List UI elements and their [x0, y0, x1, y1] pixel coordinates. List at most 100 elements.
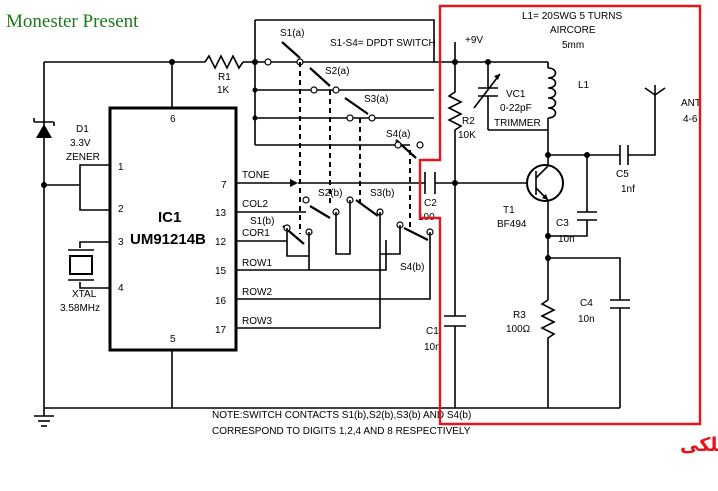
- s2b-label: S2(b): [318, 188, 342, 199]
- t1-value: BF494: [497, 219, 527, 230]
- row3-wire: [236, 212, 381, 329]
- c5-value: 1nf: [621, 184, 635, 195]
- resistor-r3: [540, 299, 556, 408]
- c1-value: 10n: [424, 342, 441, 353]
- pin-15-label: 15: [215, 266, 227, 277]
- r3-label: R3: [513, 310, 526, 321]
- switch-s4b: [396, 221, 434, 241]
- row1-label: ROW1: [242, 258, 272, 269]
- switch-top-rail: [255, 19, 435, 62]
- pin-16-label: 16: [215, 296, 227, 307]
- switch-s2b: [302, 196, 340, 219]
- t1-label: T1: [503, 205, 515, 216]
- c4-label: C4: [580, 298, 593, 309]
- tone-label: TONE: [242, 170, 270, 181]
- watermark-text: Monester Present: [6, 11, 139, 32]
- zener-diode-d1: [33, 62, 55, 408]
- switch-s4a: [394, 139, 424, 159]
- pin-12-label: 12: [215, 237, 227, 248]
- d1-type: ZENER: [66, 152, 100, 163]
- r3-value: 100Ω: [506, 324, 531, 335]
- capacitor-c3: [577, 211, 597, 221]
- row2-label: ROW2: [242, 287, 272, 298]
- d1-value: 3.3V: [70, 138, 91, 149]
- xtal-label: XTAL: [72, 289, 97, 300]
- pin-6-label: 6: [170, 114, 176, 125]
- switch-s3b: [346, 196, 384, 217]
- s1b-label: S1(b): [250, 216, 274, 227]
- row3-label: ROW3: [242, 316, 272, 327]
- pin-5-label: 5: [170, 334, 176, 345]
- crystal-xtal: [68, 249, 94, 281]
- inductor-l1: [547, 62, 557, 140]
- note-line-1: NOTE:SWITCH CONTACTS S1(b),S2(b),S3(b) A…: [212, 410, 471, 421]
- ic1-name: IC1: [158, 209, 181, 226]
- r1-label: R1: [218, 72, 231, 83]
- antenna-label: ANT: [681, 98, 701, 109]
- l1-note-1: L1= 20SWG 5 TURNS: [522, 11, 622, 22]
- s2a-label: S2(a): [325, 66, 349, 77]
- s4b-label: S4(b): [400, 262, 424, 273]
- ic1-part: UM91214B: [130, 231, 206, 248]
- junction-dot: [252, 115, 258, 121]
- tone-arrow: [290, 179, 298, 187]
- c5-label: C5: [616, 169, 629, 180]
- d1-label: D1: [76, 124, 89, 135]
- antenna-value: 4-6: [683, 114, 698, 125]
- junction-dot: [169, 59, 175, 65]
- xtal-value: 3.58MHz: [60, 303, 100, 314]
- resistor-r2: [447, 62, 463, 183]
- pin-7-label: 7: [221, 180, 227, 191]
- row1-wire: [236, 240, 387, 271]
- c3-lower-wire: [548, 220, 588, 237]
- capacitor-c5: [619, 145, 629, 165]
- s4a-label: S4(a): [386, 129, 410, 140]
- switch-note: S1-S4= DPDT SWITCH: [330, 38, 436, 49]
- c3-label: C3: [556, 218, 569, 229]
- pin-4-label: 4: [118, 283, 124, 294]
- cor1-label: COR1: [242, 228, 270, 239]
- arabic-caption: دائرة ارسال لاسلكى: [680, 434, 718, 456]
- r2-label: R2: [462, 116, 475, 127]
- c2-label: C2: [424, 198, 437, 209]
- l1-note-2: AIRCORE: [550, 25, 596, 36]
- capacitor-c1: [444, 315, 466, 327]
- c1-label: C1: [426, 326, 439, 337]
- trimmer-vc1: [473, 62, 501, 130]
- s1b-lower-wire: [286, 228, 309, 257]
- pin-13-label: 13: [215, 208, 227, 219]
- s3a-label: S3(a): [364, 94, 388, 105]
- pin-1-label: 1: [118, 162, 124, 173]
- s1a-label: S1(a): [280, 28, 304, 39]
- capacitor-c4: [610, 299, 630, 309]
- vc1-label: VC1: [506, 89, 526, 100]
- r2-value: 10K: [458, 130, 476, 141]
- switch-s3a: [344, 97, 376, 122]
- pin-17-label: 17: [215, 325, 227, 336]
- junction-dot: [545, 233, 551, 239]
- pin4-wire: [79, 282, 110, 289]
- vc1-type: TRIMMER: [494, 118, 541, 129]
- pin-2-label: 2: [118, 204, 124, 215]
- supply-label: +9V: [465, 35, 483, 46]
- row2-wire: [236, 232, 431, 300]
- antenna-icon: [644, 85, 666, 96]
- pin-3-label: 3: [118, 237, 124, 248]
- vc1-value: 0-22pF: [500, 103, 532, 114]
- c5-to-antenna-wire: [628, 95, 656, 156]
- col2-label: COL2: [242, 199, 269, 210]
- switch-b-interconnect: [308, 200, 401, 270]
- note-line-2: CORRESPOND TO DIGITS 1,2,4 AND 8 RESPECT…: [212, 426, 471, 437]
- transistor-t1: [526, 164, 564, 202]
- junction-dot: [545, 152, 551, 158]
- ground-icon: [34, 408, 54, 427]
- resistor-r1: [204, 54, 244, 70]
- pin3-wire: [79, 241, 110, 248]
- switch-s2a: [309, 67, 340, 94]
- r1-value: 1K: [217, 85, 230, 96]
- c4-value: 10n: [578, 314, 595, 325]
- junction-dot: [252, 87, 258, 93]
- l1-label: L1: [578, 80, 590, 91]
- ic1-body: [108, 106, 238, 352]
- c3-value: 10n: [558, 234, 575, 245]
